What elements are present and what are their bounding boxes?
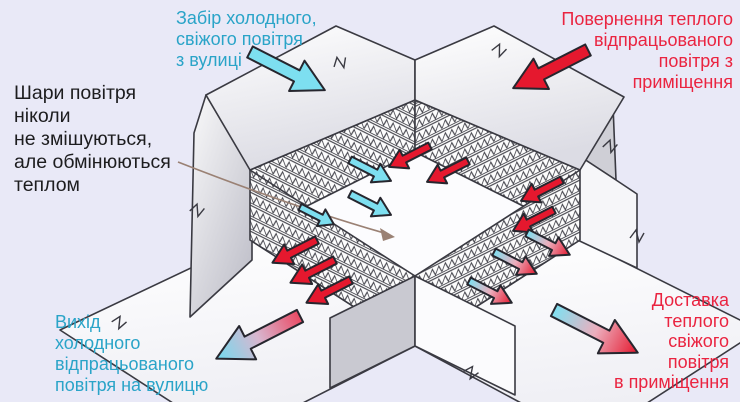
label-layers-note: Шари повітря ніколи не змішуються, але о… bbox=[14, 82, 171, 196]
wall-top-northeast bbox=[414, 25, 625, 171]
label-warm-return: Повернення теплого відпрацьованого повіт… bbox=[561, 9, 733, 92]
wall-top-northwest bbox=[205, 25, 416, 171]
pointer-line bbox=[177, 161, 395, 241]
wall-bottom-right bbox=[414, 275, 516, 396]
label-cold-intake: Забір холодного, свіжого повітря з вулиц… bbox=[176, 8, 317, 70]
label-warm-supply: Доставка теплого свіжого повітря в примі… bbox=[614, 290, 729, 392]
break-marks bbox=[111, 42, 645, 381]
label-cold-exhaust: Вихід холодного відпрацьованого повітря … bbox=[55, 312, 209, 395]
